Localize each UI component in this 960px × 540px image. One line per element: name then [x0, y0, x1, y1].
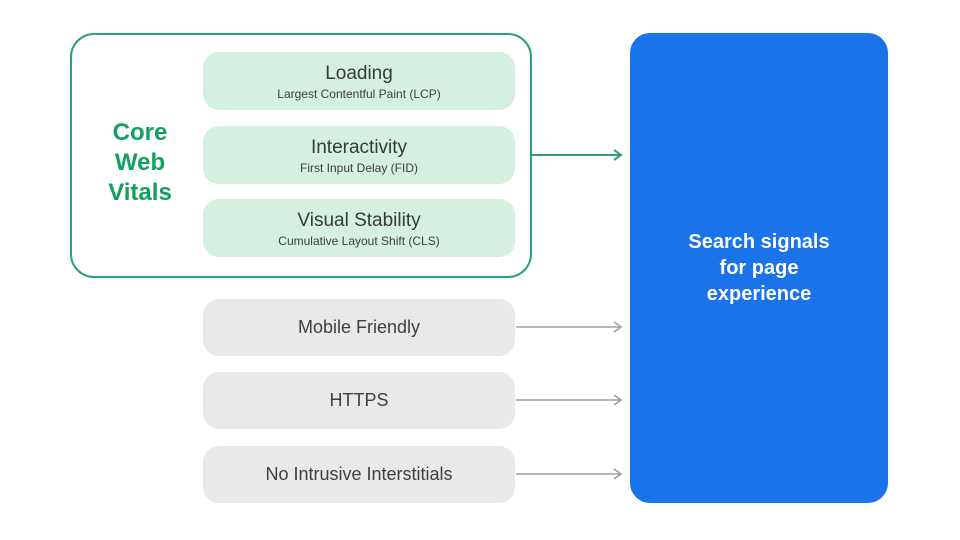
signal-title-mobile-friendly: Mobile Friendly: [297, 317, 421, 337]
right-arrow-icon: [516, 468, 623, 480]
signal-card-no-intrusive-interstitials: No Intrusive Interstitials: [203, 446, 515, 503]
vital-title-visual-stability: Visual Stability: [297, 209, 421, 231]
signal-card-mobile-friendly: Mobile Friendly: [203, 299, 515, 356]
vital-title-loading: Loading: [325, 62, 393, 84]
right-arrow-icon: [532, 149, 623, 161]
signal-title-https: HTTPS: [329, 390, 389, 410]
vital-subtitle-lcp: Largest Contentful Paint (LCP): [277, 86, 441, 101]
vital-subtitle-fid: First Input Delay (FID): [299, 160, 419, 175]
right-arrow-icon: [516, 321, 623, 333]
right-arrow-icon: [516, 394, 623, 406]
search-signals-label: Search signals for page experience: [688, 231, 830, 305]
vital-title-interactivity: Interactivity: [310, 136, 408, 158]
vital-subtitle-cls: Cumulative Layout Shift (CLS): [278, 233, 440, 248]
search-signals-result-box: Search signals for page experience: [630, 33, 888, 503]
vital-card-visual-stability: Visual Stability Cumulative Layout Shift…: [203, 199, 515, 257]
core-web-vitals-label: Core Web Vitals: [108, 119, 172, 206]
vital-card-interactivity: Interactivity First Input Delay (FID): [203, 126, 515, 184]
signal-card-https: HTTPS: [203, 372, 515, 429]
vital-card-loading: Loading Largest Contentful Paint (LCP): [203, 52, 515, 110]
signal-title-no-intrusive-interstitials: No Intrusive Interstitials: [265, 464, 453, 484]
